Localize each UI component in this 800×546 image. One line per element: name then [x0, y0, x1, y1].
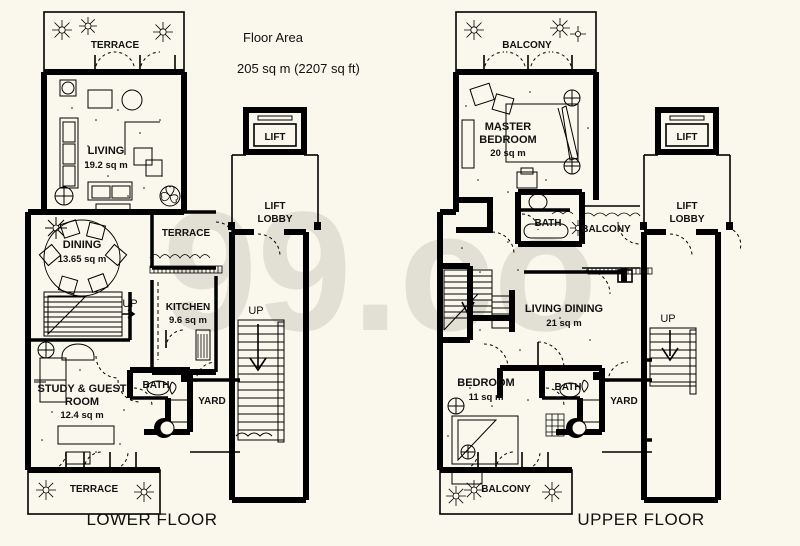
label-dining-area: 13.65 sq m: [58, 254, 107, 265]
label-terrace-lower-top: TERRACE: [91, 40, 140, 51]
label-living-dining: LIVING DINING: [525, 303, 603, 315]
lower-terrace-bottom: TERRACE: [27, 451, 161, 515]
label-balcony-upper-top: BALCONY: [502, 40, 552, 51]
label-balcony-upper-mid: BALCONY: [581, 224, 631, 235]
label-bath-upper-master: BATH: [534, 218, 561, 229]
label-master-1: MASTER: [485, 121, 532, 133]
lower-lift-lobby: [228, 154, 321, 230]
label-lift-lobby-1-lower: LIFT: [264, 201, 285, 212]
label-lift-upper: LIFT: [676, 132, 697, 143]
upper-balcony-bottom: BALCONY: [439, 451, 573, 515]
label-up-lower-right: UP: [248, 305, 263, 317]
upper-master-bedroom: [437, 69, 599, 473]
label-study-guest-area: 12.4 sq m: [60, 410, 103, 421]
label-upper-floor: UPPER FLOOR: [577, 510, 704, 529]
plant-icon: [52, 17, 173, 42]
label-lift-lobby-2-lower: LOBBY: [258, 214, 293, 225]
label-lift-lobby-1-upper: LIFT: [676, 201, 697, 212]
floor-area-value: 205 sq m (2207 sq ft): [237, 61, 360, 76]
lower-left-stairs: [43, 291, 136, 337]
label-master-2: BEDROOM: [479, 134, 536, 146]
label-bedroom-upper: BEDROOM: [457, 377, 514, 389]
living-floor-texture: [71, 107, 163, 197]
floor-area-label: Floor Area: [243, 30, 304, 45]
label-lift-lower: LIFT: [264, 132, 285, 143]
lower-study-guest-room: [34, 341, 141, 465]
label-yard-lower: YARD: [198, 396, 225, 407]
lower-bath: [127, 367, 193, 438]
upper-living-dining: [479, 268, 633, 369]
label-living: LIVING: [88, 145, 125, 157]
label-study-guest-1: STUDY & GUEST: [37, 383, 126, 395]
label-dining: DINING: [63, 239, 102, 251]
label-balcony-upper-bottom: BALCONY: [481, 484, 531, 495]
label-living-dining-area: 21 sq m: [546, 318, 581, 329]
label-up-upper-right: UP: [660, 313, 675, 325]
label-lower-floor: LOWER FLOOR: [86, 510, 217, 529]
label-terrace-lower-bottom: TERRACE: [70, 484, 119, 495]
upper-right-stair-column: [641, 229, 721, 503]
upper-left-stairs: [440, 263, 515, 343]
living-furniture: [45, 79, 181, 239]
label-yard-upper: YARD: [610, 396, 637, 407]
upper-lift-shaft: [655, 107, 719, 155]
label-living-area: 19.2 sq m: [84, 160, 127, 171]
lower-right-stair-column: [229, 229, 309, 503]
label-bath-lower: BATH: [142, 380, 169, 391]
upper-bath-lower: [537, 341, 605, 438]
label-lift-lobby-2-upper: LOBBY: [670, 214, 705, 225]
label-master-area: 20 sq m: [490, 148, 525, 159]
lower-terrace-top: TERRACE: [43, 11, 185, 73]
upper-lift-lobby: [640, 154, 742, 251]
label-kitchen-area: 9.6 sq m: [169, 315, 207, 326]
label-kitchen: KITCHEN: [166, 302, 210, 313]
upper-master-bath: [515, 189, 585, 247]
label-bath-upper-lower: BATH: [554, 382, 581, 393]
lower-floor-plan: TERRACE: [25, 11, 321, 529]
label-terrace-lower-mid: TERRACE: [162, 228, 211, 239]
lower-lift-shaft: [243, 107, 307, 155]
label-study-guest-2: ROOM: [65, 396, 99, 408]
upper-floor-plan: BALCONY: [437, 11, 742, 529]
label-bedroom-upper-area: 11 sq m: [469, 392, 504, 403]
